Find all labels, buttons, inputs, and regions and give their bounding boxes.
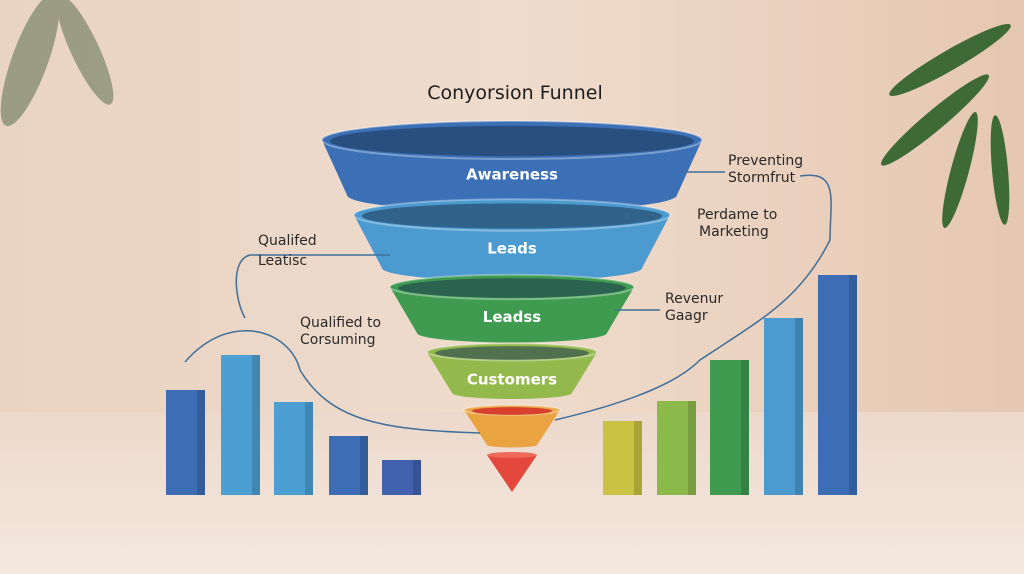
funnel-stage-label: Leadss (483, 308, 542, 326)
annotation-qualified-leads: Qualifed Leatisc (258, 233, 317, 269)
connector-qualified (235, 254, 390, 319)
bar-groups (166, 275, 857, 495)
diagram-title: Conyorsion Funnel (427, 82, 602, 104)
funnel-stage-1: Awareness (321, 120, 703, 212)
svg-text:Revenur: Revenur (665, 291, 723, 307)
funnel-stage-label: Awareness (466, 166, 558, 184)
funnel-stage-2: Leads (353, 198, 671, 281)
svg-text:Gaagr: Gaagr (665, 308, 708, 324)
right-bar-2 (657, 401, 696, 495)
annotation-preventing: Preventing Stormfrut (728, 153, 803, 186)
right-bar-3 (710, 360, 749, 495)
left-bar-4 (329, 436, 368, 495)
svg-text:Perdame to: Perdame to (697, 207, 777, 223)
arrow-right-curve (554, 239, 831, 421)
right-bar-5 (818, 275, 857, 495)
annotation-qualified-to: Qualified to Corsuming (300, 315, 381, 348)
left-bar-2 (221, 355, 260, 495)
funnel-stage-label: Customers (467, 371, 557, 389)
left-bar-3 (274, 402, 313, 495)
palm-leaf-right (880, 23, 1011, 229)
right-bar-shade (795, 318, 803, 495)
right-bar-1 (603, 421, 642, 495)
svg-text:Preventing: Preventing (728, 153, 803, 169)
left-bar-1 (166, 390, 205, 495)
left-bar-shade (252, 355, 260, 495)
annotation-revenue: Revenur Gaagr (665, 291, 723, 324)
right-bar-shade (849, 275, 857, 495)
funnel-stage-5 (463, 404, 561, 448)
funnel-tip (487, 455, 537, 492)
left-bar-shade (360, 436, 368, 495)
right-bar-shade (741, 360, 749, 495)
svg-text:Qualified to: Qualified to (300, 315, 381, 331)
left-bar-5 (382, 460, 421, 495)
svg-text:Corsuming: Corsuming (300, 332, 376, 348)
left-bar-shade (305, 402, 313, 495)
arrow-right-top (799, 174, 832, 241)
connector-arrows (184, 171, 832, 434)
right-bar-4 (764, 318, 803, 495)
funnel-stage-4: Customers (426, 342, 598, 399)
annotation-perdame: Perdame to Marketing (697, 207, 777, 240)
palm-leaf-left (0, 0, 114, 127)
left-bar-shade (197, 390, 205, 495)
svg-text:Stormfrut: Stormfrut (728, 170, 796, 186)
funnel-stage-label: Leads (487, 240, 537, 258)
svg-text:Leatisc: Leatisc (258, 253, 307, 269)
funnel-tip-top (487, 452, 537, 458)
svg-text:Marketing: Marketing (699, 224, 769, 240)
arrow-left-curve (184, 329, 481, 434)
left-bar-shade (413, 460, 421, 495)
funnel-stage-3: Leadss (389, 273, 635, 343)
svg-text:Qualifed: Qualifed (258, 233, 317, 249)
right-bar-shade (634, 421, 642, 495)
right-bar-shade (688, 401, 696, 495)
